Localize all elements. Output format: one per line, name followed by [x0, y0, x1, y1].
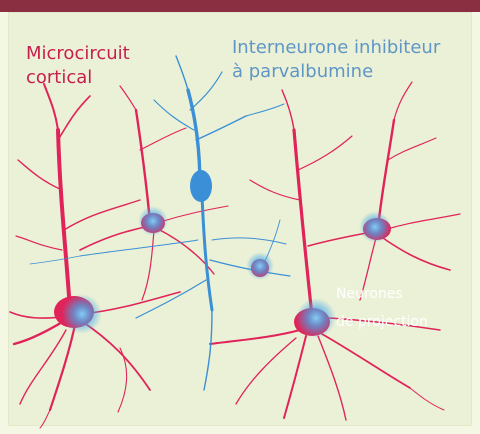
projection-label-line2: de projection: [336, 314, 428, 330]
pyramidal-neuron-bottom: [210, 90, 444, 420]
interneuron-label-line2: à parvalbumine: [232, 62, 373, 83]
pyramidal-neuron-left: [10, 84, 180, 428]
soma-glow-small: [246, 252, 274, 280]
interneuron-label-line1: Interneurone inhibiteur: [232, 38, 440, 59]
pyramidal-neuron-right: [308, 82, 460, 300]
microcircuit-label-line2: cortical: [26, 68, 92, 89]
soma-glow-left: [62, 294, 102, 334]
soma-interneuron: [190, 170, 212, 202]
soma-glow-right: [359, 211, 391, 243]
projection-label-line1: Neurones: [336, 286, 403, 302]
soma-glow-bottom: [296, 298, 336, 338]
microcircuit-label-line1: Microcircuit: [26, 44, 130, 65]
soma-glow-upper: [138, 206, 168, 236]
